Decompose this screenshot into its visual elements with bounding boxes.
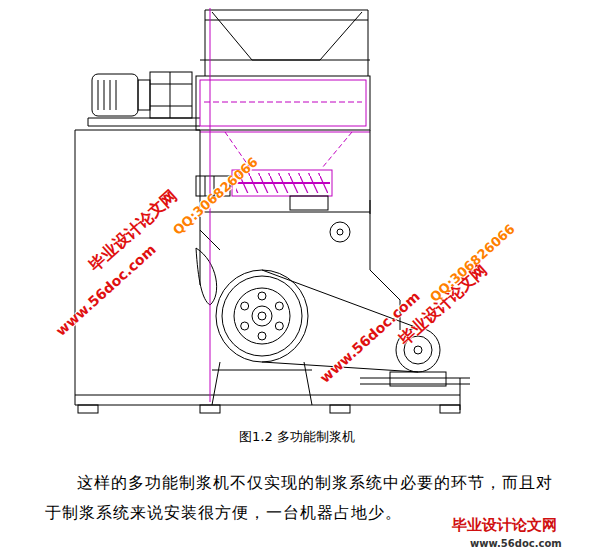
machine-outline xyxy=(75,8,470,413)
figure-caption: 图1.2 多功能制浆机 xyxy=(239,428,355,446)
logo-url: www.56doc.com xyxy=(470,538,562,549)
logo-site-name: 毕业设计论文网 xyxy=(452,516,557,535)
